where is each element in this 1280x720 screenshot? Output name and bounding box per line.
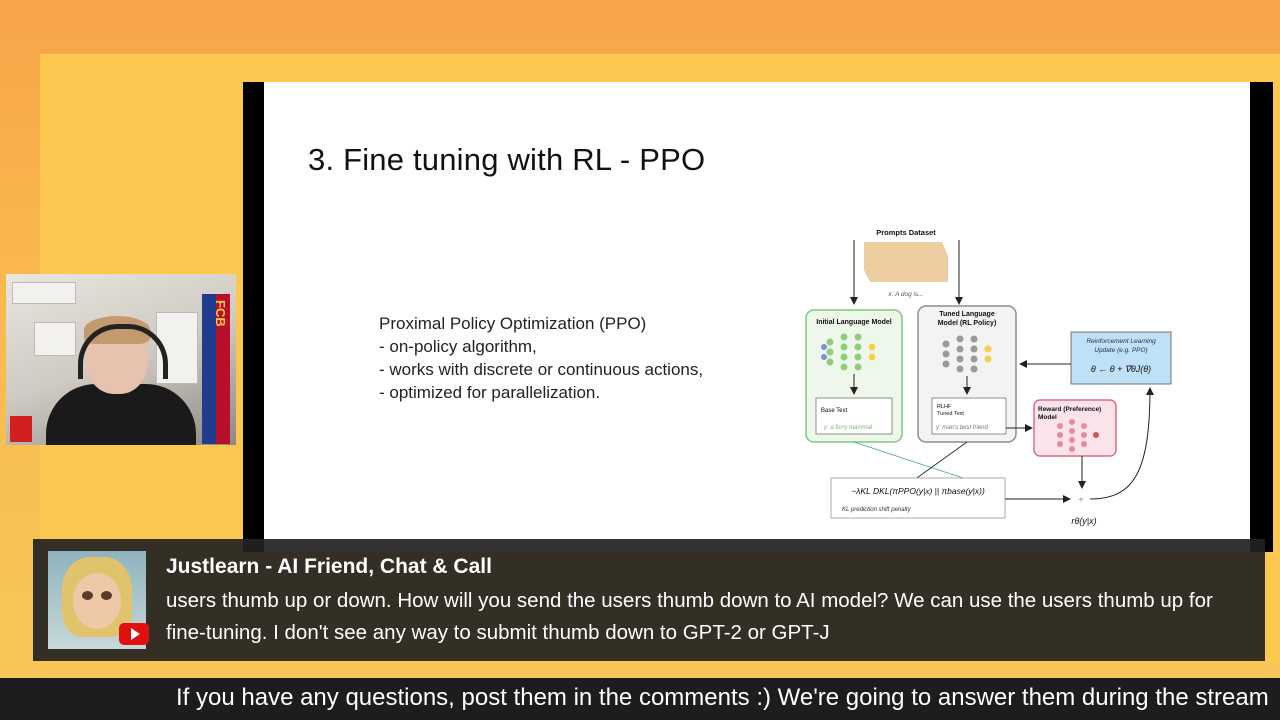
rl-update-label-1: Reinforcement Learning xyxy=(1086,338,1156,345)
slide-title: 3. Fine tuning with RL - PPO xyxy=(308,142,706,177)
rlhf-label-2: Tuned Text xyxy=(937,411,964,417)
kl-formula: −λKL DKL(πPPO(y|x) || πbase(y|x)) xyxy=(851,486,985,496)
prompts-dataset-icon xyxy=(864,242,948,282)
bullet-item: - on-policy algorithm, xyxy=(379,337,537,356)
connector xyxy=(913,441,968,481)
chat-overlay: Justlearn - AI Friend, Chat & Call users… xyxy=(33,539,1265,661)
rl-update-formula: θ ← θ + ∇θJ(θ) xyxy=(1091,364,1151,374)
bullet-heading: Proximal Policy Optimization (PPO) xyxy=(379,314,647,333)
initial-network-icon xyxy=(821,333,876,371)
rlhf-label-1: RLHF xyxy=(937,404,952,410)
avatar-face xyxy=(73,573,121,629)
kl-caption: KL prediction shift penalty xyxy=(842,507,912,513)
prompts-dataset-label: Prompts Dataset xyxy=(876,228,936,237)
plus-sign: + xyxy=(1078,495,1084,506)
avatar-eye xyxy=(82,591,93,600)
tuned-network-icon xyxy=(942,335,992,373)
connector xyxy=(853,441,970,481)
prompt-example: x: A dog is... xyxy=(887,291,923,298)
avatar-eye xyxy=(101,591,112,600)
ticker-bar: If you have any questions, post them in … xyxy=(0,678,1280,720)
person-hoodie xyxy=(46,384,196,445)
fcb-banner xyxy=(202,294,230,444)
reward-label-2: Model xyxy=(1038,414,1057,421)
rl-update-label-2: Update (e.g. PPO) xyxy=(1094,347,1147,354)
reward-output: rθ(y|x) xyxy=(1071,516,1096,526)
reward-network-icon xyxy=(1057,419,1099,452)
feedback-arrow xyxy=(1089,387,1154,500)
rl-update-box xyxy=(1070,331,1172,385)
rlhf-ppo-diagram: Prompts Dataset x: A dog is... Initial L… xyxy=(805,228,1172,526)
kl-penalty-box xyxy=(830,477,1006,519)
rlhf-text-box xyxy=(931,397,1007,435)
reward-label-1: Reward (Preference) xyxy=(1038,406,1101,413)
slide-bullets: Proximal Policy Optimization (PPO) - on-… xyxy=(379,312,709,404)
base-text-label: Base Text xyxy=(821,408,848,414)
bullet-item: - optimized for parallelization. xyxy=(379,383,601,402)
tuned-lm-label-1: Tuned Language xyxy=(939,311,995,318)
background-shelf xyxy=(12,282,76,304)
youtube-icon xyxy=(119,623,149,645)
initial-lm-label: Initial Language Model xyxy=(816,319,892,326)
base-text-box xyxy=(815,397,893,435)
background-shelf xyxy=(34,322,76,356)
bullet-item: - works with discrete or continuous acti… xyxy=(379,360,704,379)
headset xyxy=(78,324,168,379)
rlhf-example: y: man's best friend xyxy=(935,425,988,431)
ticker-text: If you have any questions, post them in … xyxy=(176,684,1269,711)
base-text-example: y: a furry mammal xyxy=(823,425,873,431)
reward-model-box xyxy=(1033,399,1117,457)
webcam-feed: FCB xyxy=(6,274,236,445)
banner-text: FCB xyxy=(213,300,228,327)
chat-author: Justlearn - AI Friend, Chat & Call xyxy=(166,555,492,578)
presentation-slide: 3. Fine tuning with RL - PPO Proximal Po… xyxy=(264,82,1250,552)
red-object xyxy=(10,416,32,442)
chat-message: users thumb up or down. How will you sen… xyxy=(166,589,1213,644)
tuned-lm-label-2: Model (RL Policy) xyxy=(938,320,997,327)
